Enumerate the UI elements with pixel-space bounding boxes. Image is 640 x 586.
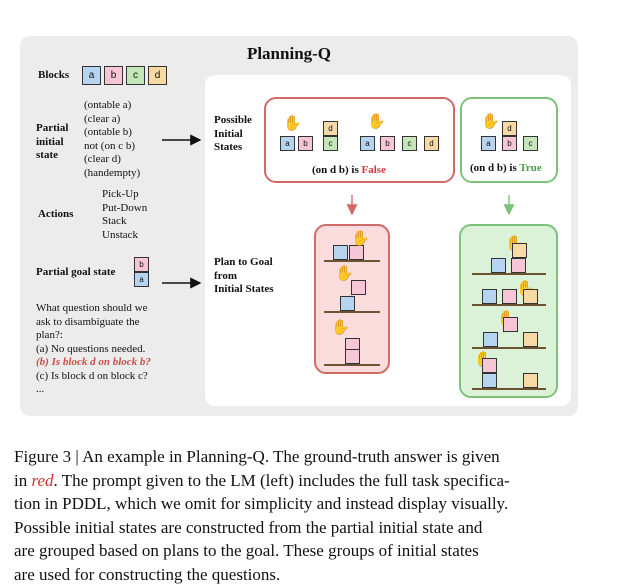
blocks-label: Blocks (38, 69, 70, 81)
correct-option: (b) Is block d on block b? (36, 356, 151, 368)
plan-label: Plan to Goal from Initial States (214, 256, 274, 295)
plan-block (333, 245, 348, 260)
block-c: c (126, 66, 145, 85)
hand-icon: ✋ (335, 264, 354, 282)
table-surface (472, 273, 546, 275)
goal-block-a: a (134, 272, 149, 287)
false-states-box (264, 97, 455, 183)
true-plan-box (459, 224, 558, 398)
state-block-b: b (380, 136, 395, 151)
table-surface (472, 304, 546, 306)
state-block-a: a (280, 136, 295, 151)
question-text: What question should we ask to disambigu… (36, 302, 151, 395)
plan-block (483, 332, 498, 347)
table-surface (472, 347, 546, 349)
goal-block-b: b (134, 257, 149, 272)
partial-initial-state-label: Partial initial state (36, 122, 69, 161)
plan-block (482, 373, 497, 388)
plan-block (482, 358, 497, 373)
state-block-c: c (402, 136, 417, 151)
plan-block (349, 245, 364, 260)
hand-icon: ✋ (481, 112, 500, 130)
table-surface (324, 364, 380, 366)
plan-block (502, 289, 517, 304)
plan-block (351, 280, 366, 295)
state-block-b: b (502, 136, 517, 151)
possible-initial-states-label: Possible Initial States (214, 114, 252, 153)
plan-block (523, 332, 538, 347)
table-surface (472, 388, 546, 390)
plan-block (340, 296, 355, 311)
true-caption: (on d b) is True (470, 162, 542, 174)
plan-block (511, 258, 526, 273)
plan-block (523, 289, 538, 304)
false-caption: (on d b) is False (312, 164, 386, 176)
block-b: b (104, 66, 123, 85)
plan-block (345, 349, 360, 364)
state-block-d: d (502, 121, 517, 136)
block-a: a (82, 66, 101, 85)
state-block-a: a (360, 136, 375, 151)
actions-list: Pick-Up Put-Down Stack Unstack (102, 188, 148, 241)
plan-block (523, 373, 538, 388)
state-block-d: d (323, 121, 338, 136)
block-d: d (148, 66, 167, 85)
state-block-c: c (523, 136, 538, 151)
plan-block (503, 317, 518, 332)
partial-goal-label: Partial goal state (36, 266, 116, 278)
state-block-d: d (424, 136, 439, 151)
hand-icon: ✋ (351, 229, 370, 247)
plan-block (491, 258, 506, 273)
table-surface (324, 311, 380, 313)
true-states-box (460, 97, 558, 183)
plan-block (482, 289, 497, 304)
figure-title: Planning-Q (246, 44, 332, 63)
actions-label: Actions (38, 208, 74, 220)
partial-initial-state: (ontable a) (clear a) (ontable b) not (o… (84, 99, 141, 179)
plan-block (512, 243, 527, 258)
figure-caption: Figure 3 | An example in Planning-Q. The… (14, 447, 510, 584)
table-surface (324, 260, 380, 262)
state-block-c: c (323, 136, 338, 151)
state-block-a: a (481, 136, 496, 151)
hand-icon: ✋ (367, 112, 386, 130)
hand-icon: ✋ (331, 318, 350, 336)
hand-icon: ✋ (283, 114, 302, 132)
state-block-b: b (298, 136, 313, 151)
